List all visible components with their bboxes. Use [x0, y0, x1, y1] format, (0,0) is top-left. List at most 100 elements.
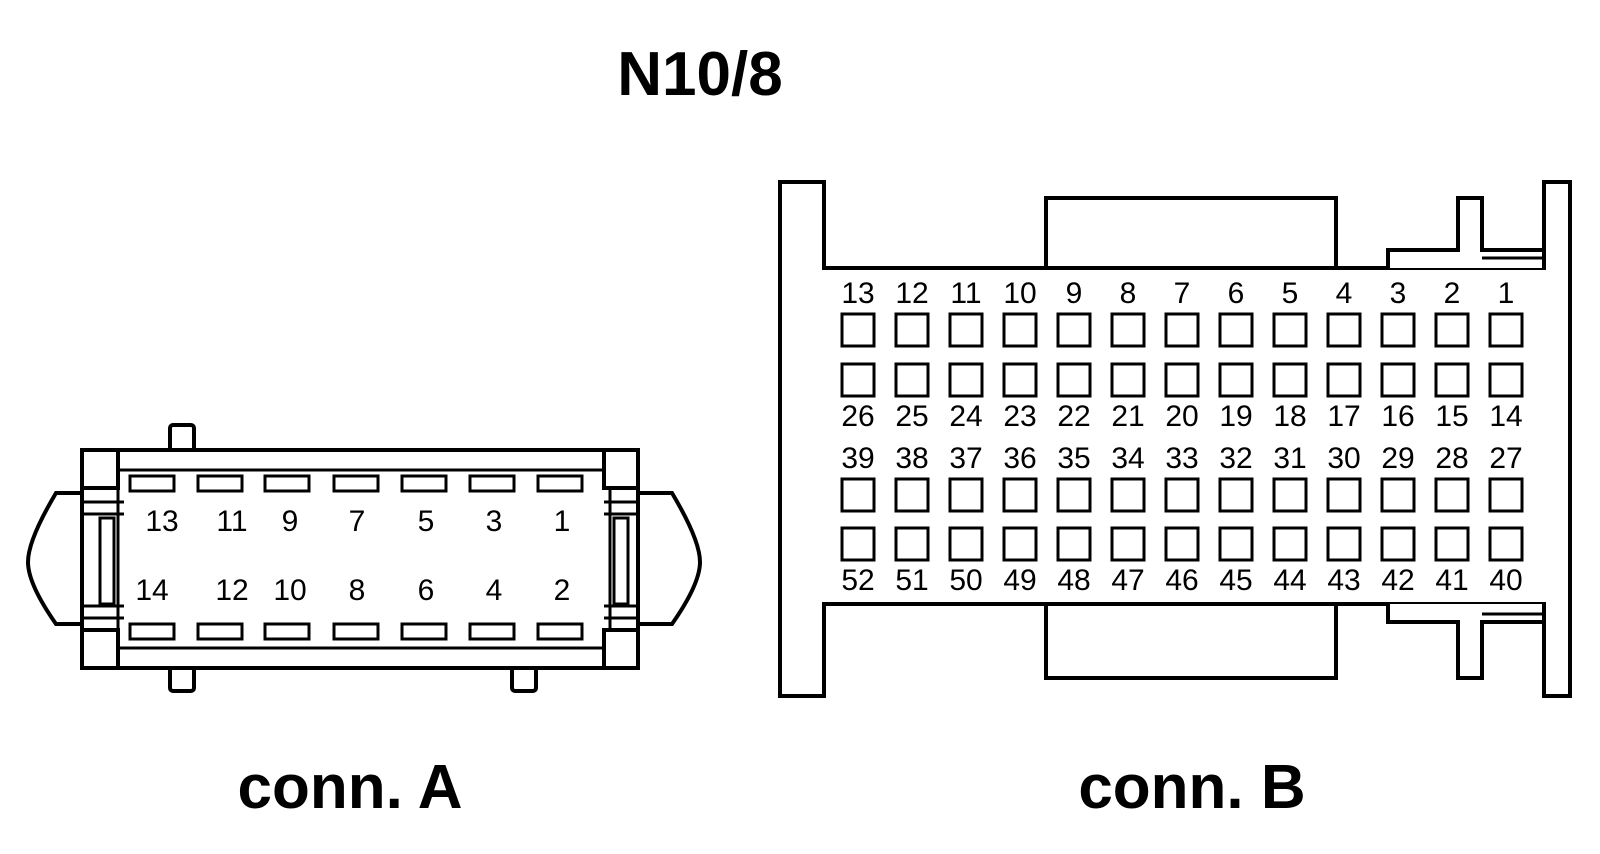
conn-b-pin-label: 36 — [1003, 442, 1036, 475]
conn-a-rail-lines — [82, 500, 640, 620]
conn-b-top-key — [1044, 196, 1338, 270]
conn-a-pin-label: 4 — [486, 574, 503, 607]
conn-b-pin-square — [948, 477, 984, 513]
conn-b-pin-square — [1110, 362, 1146, 398]
conn-b-pin-label: 18 — [1273, 400, 1306, 433]
conn-b-pin-label: 28 — [1435, 442, 1468, 475]
conn-b-pin-square — [1164, 477, 1200, 513]
conn-a-pin-label: 1 — [554, 505, 571, 538]
conn-b-pin-square — [1164, 362, 1200, 398]
conn-b-pin-square — [1002, 477, 1038, 513]
conn-b-pin-label: 10 — [1003, 277, 1036, 310]
conn-b-pin-label: 25 — [895, 400, 928, 433]
conn-b-pin-label: 20 — [1165, 400, 1198, 433]
conn-b-pin-square — [840, 477, 876, 513]
conn-b-bottom-key — [1044, 602, 1338, 680]
conn-b-pin-square — [840, 312, 876, 348]
conn-a-pin-label: 13 — [145, 505, 178, 538]
conn-b-pin-square — [1056, 362, 1092, 398]
conn-a-slot-bottom — [536, 622, 584, 641]
conn-b-housing — [778, 180, 1572, 698]
conn-a-slot-bottom — [332, 622, 380, 641]
conn-a-pin-label: 2 — [554, 574, 571, 607]
conn-a-slot-top — [196, 474, 244, 493]
conn-b-pin-square — [1488, 312, 1524, 348]
conn-b-pin-label: 30 — [1327, 442, 1360, 475]
conn-b-pin-label: 6 — [1228, 277, 1245, 310]
conn-b-pin-square — [1272, 362, 1308, 398]
conn-b-pin-square — [1272, 526, 1308, 562]
conn-b-pin-label: 13 — [841, 277, 874, 310]
conn-a-bottom-tab-right — [510, 665, 538, 693]
conn-b-pin-square — [1380, 477, 1416, 513]
conn-b-pin-square — [1218, 312, 1254, 348]
conn-a-corner-br — [602, 628, 640, 670]
conn-b-pin-square — [1002, 526, 1038, 562]
conn-a-pin-label: 10 — [273, 574, 306, 607]
conn-b-pin-square — [1488, 362, 1524, 398]
conn-b-pin-square — [1326, 312, 1362, 348]
conn-b-pin-square — [1434, 312, 1470, 348]
conn-b-pin-square — [1002, 362, 1038, 398]
conn-b-pin-square — [1326, 362, 1362, 398]
conn-a-slot-top — [400, 474, 448, 493]
conn-b-top-latch — [1386, 196, 1546, 268]
conn-b-pin-label: 23 — [1003, 400, 1036, 433]
conn-b-pin-label: 7 — [1174, 277, 1191, 310]
conn-b-pin-label: 40 — [1489, 564, 1522, 597]
conn-b-pin-square — [1326, 477, 1362, 513]
conn-b-pin-label: 9 — [1066, 277, 1083, 310]
conn-b-pin-label: 29 — [1381, 442, 1414, 475]
conn-b-pin-square — [1110, 312, 1146, 348]
conn-b-pin-square — [1218, 526, 1254, 562]
conn-a-slot-top — [468, 474, 516, 493]
conn-b-pin-square — [1218, 477, 1254, 513]
conn-b-pin-square — [1164, 526, 1200, 562]
conn-a-slot-top — [263, 474, 311, 493]
conn-b-pin-label: 35 — [1057, 442, 1090, 475]
conn-b-pin-square — [1110, 477, 1146, 513]
conn-b-pin-label: 48 — [1057, 564, 1090, 597]
conn-b-pin-label: 17 — [1327, 400, 1360, 433]
conn-b-pin-label: 22 — [1057, 400, 1090, 433]
conn-b-pin-squares — [840, 312, 1524, 562]
conn-b-pin-label: 41 — [1435, 564, 1468, 597]
conn-b-pin-label: 46 — [1165, 564, 1198, 597]
conn-b-caption: conn. B — [1078, 753, 1305, 822]
conn-b-pin-square — [1272, 477, 1308, 513]
conn-b-pin-label: 1 — [1498, 277, 1515, 310]
conn-a-pin-label: 11 — [216, 505, 247, 538]
conn-b-pin-label: 50 — [949, 564, 982, 597]
conn-b-pin-label: 47 — [1111, 564, 1144, 597]
conn-b-pin-label: 45 — [1219, 564, 1252, 597]
conn-b-pin-square — [1056, 312, 1092, 348]
conn-b-pin-label: 12 — [895, 277, 928, 310]
conn-b-bottom-latch — [1386, 604, 1546, 680]
conn-b-pin-square — [840, 526, 876, 562]
conn-b-pin-square — [894, 477, 930, 513]
conn-b-pin-label: 32 — [1219, 442, 1252, 475]
conn-a-slot-bottom — [196, 622, 244, 641]
conn-b-pin-square — [1272, 312, 1308, 348]
conn-b-pin-square — [894, 312, 930, 348]
conn-b-pin-square — [948, 526, 984, 562]
conn-b-pin-label: 34 — [1111, 442, 1144, 475]
conn-a-right-rail — [612, 516, 630, 606]
conn-b-pin-label: 19 — [1219, 400, 1252, 433]
conn-b-pin-label: 38 — [895, 442, 928, 475]
conn-b-pin-label: 42 — [1381, 564, 1414, 597]
conn-b-pin-label: 49 — [1003, 564, 1036, 597]
diagram-title: N10/8 — [617, 40, 782, 109]
conn-b-pin-square — [1434, 362, 1470, 398]
conn-b-pin-label: 26 — [841, 400, 874, 433]
conn-a-slot-bottom — [128, 622, 176, 641]
conn-b-pin-label: 43 — [1327, 564, 1360, 597]
conn-a-pin-label: 3 — [486, 505, 503, 538]
conn-b-pin-label: 4 — [1336, 277, 1353, 310]
conn-b-pin-square — [1380, 312, 1416, 348]
